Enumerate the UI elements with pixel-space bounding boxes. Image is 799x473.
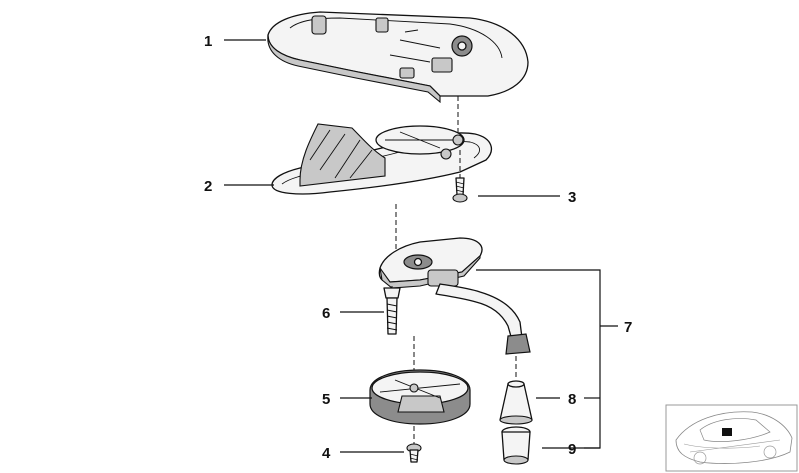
car-icon xyxy=(675,411,793,465)
callout-3: 3 xyxy=(568,189,576,206)
callout-6: 6 xyxy=(322,305,330,322)
part-6-bolt[interactable] xyxy=(383,287,401,335)
callout-8: 8 xyxy=(568,391,576,408)
vehicle-locator-thumbnail[interactable] xyxy=(665,404,798,472)
callout-2: 2 xyxy=(204,178,212,195)
leader-7-bracket xyxy=(476,269,601,449)
callout-labels: 1 2 3 4 5 6 7 8 9 xyxy=(204,33,632,462)
callout-9: 9 xyxy=(568,441,576,458)
callout-7: 7 xyxy=(624,319,632,336)
highlight-marker xyxy=(722,428,732,436)
part-5-bearing-housing[interactable] xyxy=(369,369,471,425)
part-2-boot[interactable] xyxy=(271,123,493,195)
part-9-cap[interactable] xyxy=(501,426,531,465)
callout-4: 4 xyxy=(322,445,331,462)
part-3-screw[interactable] xyxy=(452,150,468,203)
part-8-insert[interactable] xyxy=(499,380,533,425)
thumbnail-frame xyxy=(665,404,798,472)
callout-1: 1 xyxy=(204,33,212,50)
part-7-lever-assembly[interactable] xyxy=(378,237,531,355)
part-4-screw[interactable] xyxy=(406,443,422,463)
part-1-cover[interactable] xyxy=(267,11,529,104)
callout-5: 5 xyxy=(322,391,330,408)
leader-lines xyxy=(224,39,618,453)
